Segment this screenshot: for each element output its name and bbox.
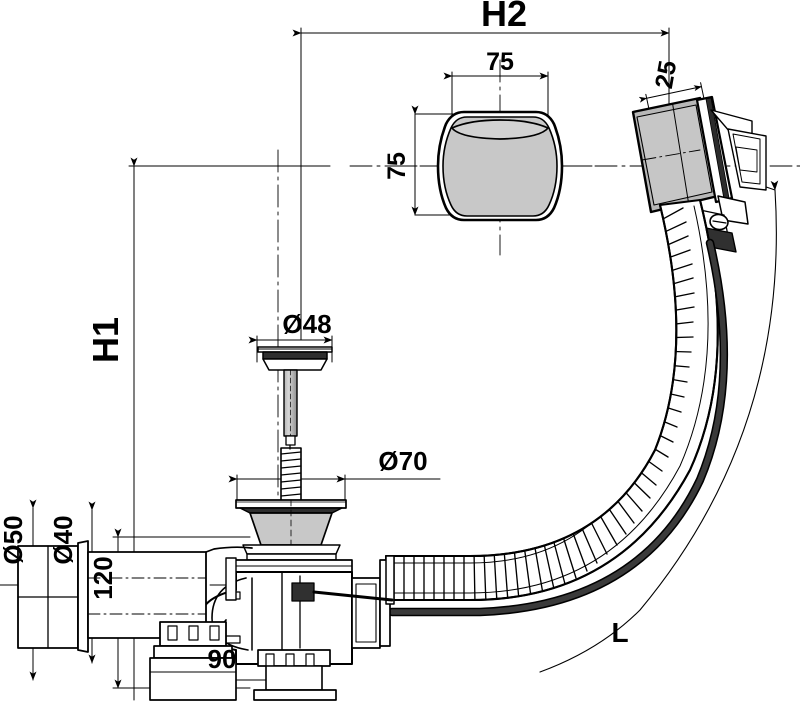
label-75-height: 75 bbox=[383, 152, 411, 180]
label-d50: Ø50 bbox=[0, 515, 28, 564]
overflow-cover-front-view bbox=[436, 110, 564, 222]
corrugated-flexible-hose bbox=[384, 198, 719, 602]
dimension-d70 bbox=[228, 474, 441, 501]
strainer-lower-rings bbox=[231, 544, 353, 573]
trap-upper-joint bbox=[225, 557, 237, 601]
trap-bottom-collar bbox=[253, 649, 337, 701]
drain-plug bbox=[257, 346, 333, 371]
label-d40: Ø40 bbox=[48, 515, 78, 564]
plug-rod bbox=[283, 369, 298, 446]
label-75-width: 75 bbox=[486, 48, 514, 76]
label-d48: Ø48 bbox=[282, 309, 331, 339]
overflow-cover-angled-view bbox=[631, 95, 767, 253]
label-120: 120 bbox=[88, 556, 118, 599]
bowden-control-cable bbox=[387, 238, 729, 617]
label-L: L bbox=[611, 617, 628, 648]
label-90: 90 bbox=[208, 644, 237, 674]
label-h2: H2 bbox=[481, 0, 527, 34]
label-d70: Ø70 bbox=[378, 446, 427, 476]
pipe-clamp bbox=[149, 621, 237, 701]
outlet-pipe bbox=[17, 540, 253, 653]
strainer-flange bbox=[235, 499, 347, 547]
label-h1: H1 bbox=[85, 317, 126, 363]
label-25: 25 bbox=[650, 58, 682, 90]
